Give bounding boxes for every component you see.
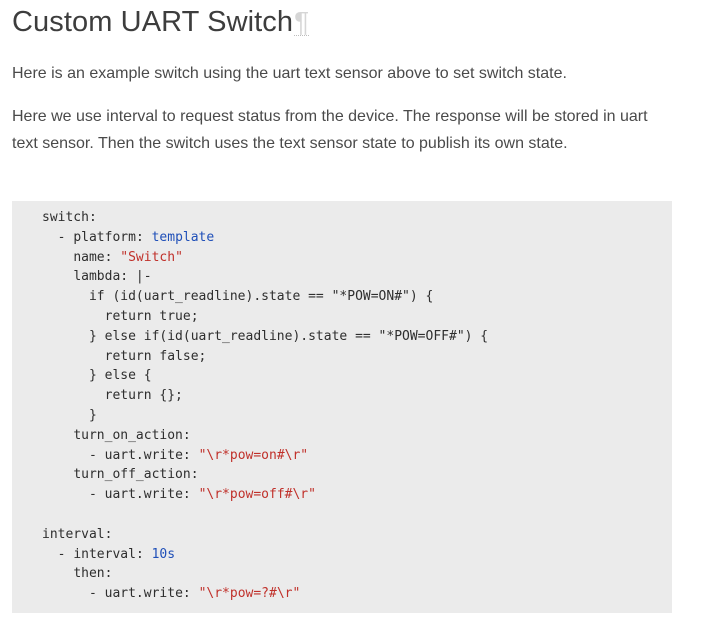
code-token: "Switch" xyxy=(120,249,183,265)
code-token: : xyxy=(135,546,152,562)
code-token: : xyxy=(182,447,199,463)
code-token: return false; xyxy=(42,348,207,364)
heading-title: Custom UART Switch xyxy=(12,6,294,38)
code-token xyxy=(42,566,73,581)
code-line: interval: xyxy=(42,525,672,545)
code-token: - xyxy=(42,487,105,503)
code-line: } xyxy=(42,406,672,426)
code-token: : |- xyxy=(120,269,152,285)
code-token xyxy=(42,428,73,443)
code-token: then xyxy=(73,566,105,582)
code-line: switch: xyxy=(42,208,672,228)
code-token: uart.write xyxy=(104,447,183,463)
code-line: return true; xyxy=(42,307,672,327)
code-token: return true; xyxy=(42,308,199,324)
code-token: name xyxy=(73,249,105,265)
description-paragraph: Here we use interval to request status f… xyxy=(12,108,648,152)
code-token xyxy=(42,269,73,284)
code-line: then: xyxy=(42,564,672,584)
code-block[interactable]: switch: - platform: template name: "Swit… xyxy=(12,201,672,613)
section-heading: Custom UART Switch¶ xyxy=(12,0,702,40)
code-line: turn_on_action: xyxy=(42,426,672,446)
code-line: } else { xyxy=(42,366,672,386)
code-token: "\r*pow=?#\r" xyxy=(198,586,301,602)
code-token: switch xyxy=(42,210,89,225)
code-token: - xyxy=(42,586,105,602)
code-token: } else { xyxy=(42,368,152,384)
code-token: if (id(uart_readline).state == "*POW=ON#… xyxy=(42,289,434,305)
code-token: : xyxy=(104,566,113,582)
code-line: - interval: 10s xyxy=(42,545,672,565)
code-line xyxy=(42,505,672,525)
code-line: turn_off_action: xyxy=(42,465,672,485)
code-line: if (id(uart_readline).state == "*POW=ON#… xyxy=(42,287,672,307)
code-token xyxy=(42,250,73,265)
code-line: return {}; xyxy=(42,386,672,406)
code-line: - uart.write: "\r*pow=on#\r" xyxy=(42,446,672,466)
code-line: - uart.write: "\r*pow=?#\r" xyxy=(42,584,672,604)
code-token: : xyxy=(182,427,191,443)
code-token: - xyxy=(42,546,74,562)
code-line: return false; xyxy=(42,347,672,367)
code-token: interval xyxy=(73,546,136,562)
code-token: lambda xyxy=(73,269,121,285)
code-token: turn_on_action xyxy=(73,427,183,443)
heading-permalink-icon[interactable]: ¶ xyxy=(294,6,310,37)
code-token: : xyxy=(104,249,121,265)
code-token: return {}; xyxy=(42,388,183,404)
code-token: uart.write xyxy=(104,487,183,503)
code-token: : xyxy=(190,467,199,483)
intro-paragraph: Here is an example switch using the uart… xyxy=(12,65,567,82)
code-token: turn_off_action xyxy=(73,467,191,483)
code-token: "\r*pow=on#\r" xyxy=(198,447,309,463)
code-line: } else if(id(uart_readline).state == "*P… xyxy=(42,327,672,347)
code-token: } else if(id(uart_readline).state == "*P… xyxy=(42,328,489,344)
code-token: : xyxy=(182,487,199,503)
code-token: } xyxy=(42,407,97,423)
documentation-section: Custom UART Switch¶ Here is an example s… xyxy=(12,0,702,613)
code-token: : xyxy=(88,210,97,225)
code-token: - xyxy=(42,447,105,463)
code-token xyxy=(42,467,73,482)
code-token: : xyxy=(182,586,199,602)
code-token: : xyxy=(104,526,113,542)
code-token: interval xyxy=(42,526,105,542)
code-line: name: "Switch" xyxy=(42,248,672,268)
code-token: 10s xyxy=(151,546,176,562)
code-token: platform xyxy=(73,229,136,245)
code-token: "\r*pow=off#\r" xyxy=(198,487,316,503)
code-line: - platform: template xyxy=(42,228,672,248)
code-line: lambda: |- xyxy=(42,267,672,287)
code-token: : xyxy=(135,229,152,245)
code-token: template xyxy=(151,229,215,245)
code-token: - xyxy=(42,229,74,245)
code-line: - uart.write: "\r*pow=off#\r" xyxy=(42,485,672,505)
code-token: uart.write xyxy=(104,586,183,602)
